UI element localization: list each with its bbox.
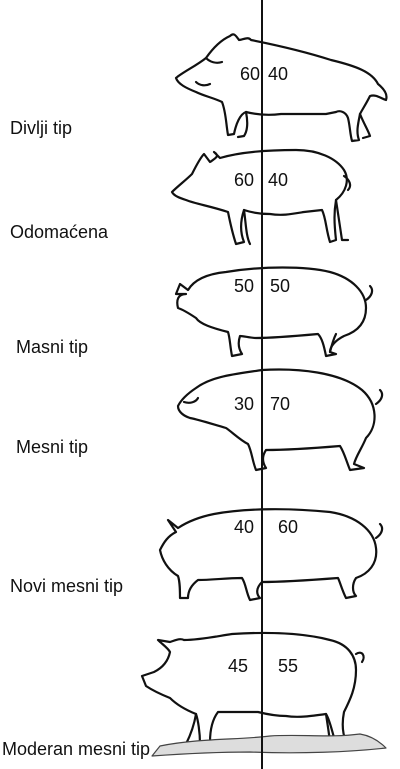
value-right-masni: 50 [270,276,290,296]
pig-new-meat-type [160,509,382,600]
value-right-odomacena: 40 [268,170,288,190]
pig-wild-boar [176,34,386,141]
pig-modern-meat-type [142,633,386,756]
value-right-novi-mesni: 60 [278,517,298,537]
value-left-moderan-mesni: 45 [228,656,248,676]
value-left-novi-mesni: 40 [234,517,254,537]
value-left-odomacena: 60 [234,170,254,190]
value-left-divlji: 60 [240,64,260,84]
value-left-masni: 50 [234,276,254,296]
value-left-mesni: 30 [234,394,254,414]
value-right-moderan-mesni: 55 [278,656,298,676]
pig-meat-type [178,370,382,470]
value-right-mesni: 70 [270,394,290,414]
value-right-divlji: 40 [268,64,288,84]
